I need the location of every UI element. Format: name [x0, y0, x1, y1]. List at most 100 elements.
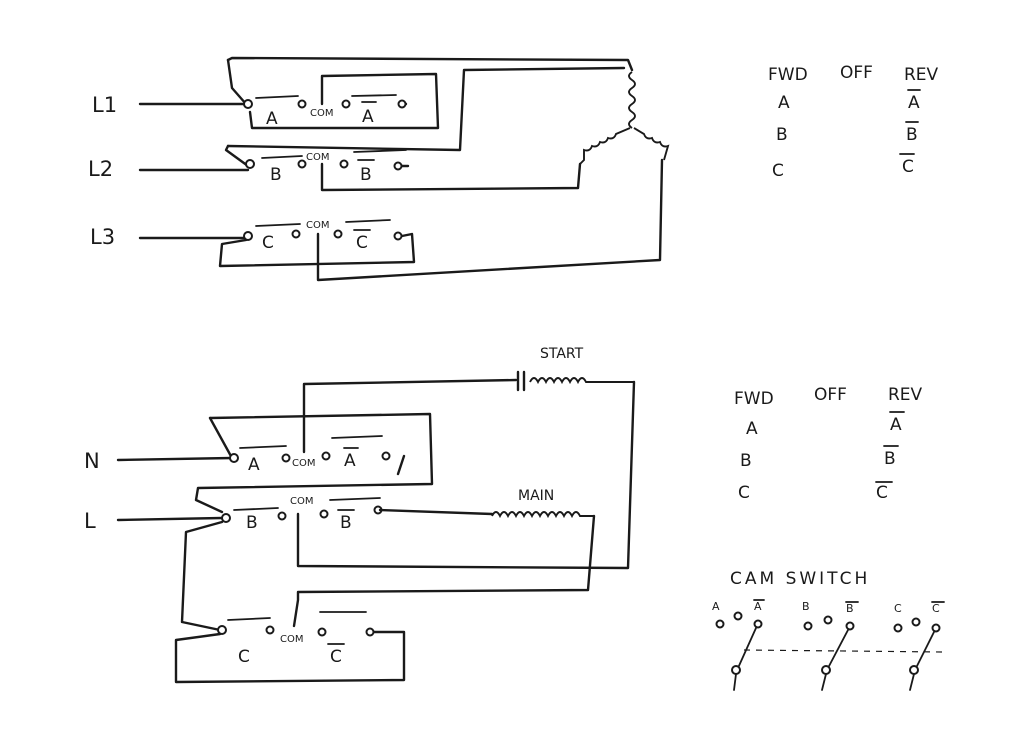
wire-b-upper [226, 66, 626, 152]
cam-label-b: B [802, 600, 810, 613]
table2-header-off: OFF [814, 385, 847, 405]
contact-bar-b-bottom [233, 507, 279, 511]
table-fwd-c: C [772, 161, 784, 181]
wire-a-loop-bottom [194, 412, 434, 514]
cam-terminal-a-3 [753, 619, 763, 629]
contact-bar-a [255, 95, 299, 99]
label-contact-a: A [266, 109, 278, 129]
truth-table-single-phase: FWD OFF REV A B C A B C [734, 385, 923, 503]
contact-bar-a-bottom [239, 445, 287, 449]
wire-a-common-left [226, 58, 248, 106]
table2-header-rev: REV [888, 385, 923, 405]
cam-terminal-c-2 [911, 617, 921, 627]
label-com-3-bottom: COM [280, 634, 303, 645]
cam-lever-c [915, 631, 935, 669]
label-contact-a-bottom: A [248, 455, 260, 475]
cam-switch-title: CAM SWITCH [730, 569, 870, 589]
contact-bar-c-bottom [227, 617, 271, 621]
cam-terminal-b-2 [823, 615, 833, 625]
table-fwd-a: A [778, 93, 790, 113]
cam-label-c-bar: C [932, 602, 940, 615]
start-capacitor [516, 370, 526, 392]
table2-rev-b: B [884, 449, 896, 469]
table-rev-b: B [906, 125, 918, 145]
terminal-com-a-bar-bottom [321, 451, 331, 461]
cam-post-a [733, 673, 737, 691]
label-main: MAIN [518, 488, 554, 504]
cam-post-c [909, 673, 915, 691]
table2-header-fwd: FWD [734, 389, 774, 409]
label-contact-c-bar: C [356, 233, 368, 253]
cam-label-a: A [712, 600, 720, 613]
contact-bar-a-bar-bottom [331, 435, 383, 439]
terminal-b-left-bottom [221, 513, 231, 523]
label-com-2-bottom: COM [290, 496, 313, 507]
label-com-1: COM [310, 108, 333, 119]
table-header-rev: REV [904, 65, 939, 85]
wire-main-left [378, 508, 494, 516]
label-contact-c: C [262, 233, 274, 253]
terminal-com-a-bar [341, 99, 351, 109]
cam-switch-legend: CAM SWITCH A A B B C C [712, 569, 945, 691]
lead-n [116, 456, 234, 462]
cam-terminal-c-1 [893, 623, 903, 633]
label-contact-b-bar-bottom: B [340, 513, 352, 533]
line-label-l3: L3 [90, 225, 115, 249]
label-com-2: COM [306, 152, 329, 163]
label-contact-a-bar-bottom: A [344, 451, 356, 471]
table2-fwd-b: B [740, 451, 752, 471]
contact-bar-c [255, 223, 301, 227]
cam-terminal-a-1 [715, 619, 725, 629]
lead-l [116, 516, 224, 522]
table2-rev-c: C [876, 483, 888, 503]
line-label-l2: L2 [88, 157, 113, 181]
cam-post-b [821, 673, 827, 691]
cam-terminal-b-1 [803, 621, 813, 631]
cam-terminal-b-3 [845, 621, 855, 631]
terminal-com-b-bar [339, 159, 349, 169]
cam-label-c: C [894, 602, 902, 615]
contact-bar-a-bar [351, 94, 397, 97]
label-contact-b-bar: B [360, 165, 372, 185]
winding-2 [579, 127, 631, 165]
table-rev-a: A [908, 93, 920, 113]
three-phase-schematic: L1 L2 L3 A COM A B COM B [88, 56, 939, 282]
label-start: START [540, 346, 584, 362]
wire-start-return [296, 380, 636, 570]
terminal-com-b-bar-bottom [319, 509, 329, 519]
contact-bar-b-bar-bottom [329, 497, 381, 501]
label-contact-b: B [270, 165, 282, 185]
contact-bar-b-bar [353, 149, 407, 153]
contact-bar-b [261, 155, 303, 159]
truth-table-three-phase: FWD OFF REV A B C A B C [768, 63, 939, 181]
table-header-fwd: FWD [768, 65, 808, 85]
single-phase-schematic: N L START A COM A B COM B [84, 346, 945, 691]
line-label-l: L [84, 509, 96, 533]
terminal-c-left-bottom [217, 625, 227, 635]
start-coil [529, 377, 634, 385]
cam-pivot-b [821, 665, 831, 675]
terminal-b-bar-right [393, 161, 403, 171]
terminal-a-com-bottom [281, 453, 291, 463]
label-com-1-bottom: COM [292, 458, 315, 469]
cam-shaft-dashed [743, 649, 945, 653]
cam-lever-b [827, 629, 849, 669]
contact-bar-c-bar [345, 219, 391, 223]
label-contact-c-bottom: C [238, 647, 250, 667]
terminal-b-com [297, 159, 307, 169]
cam-label-a-bar: A [754, 600, 762, 613]
line-label-n: N [84, 449, 100, 473]
wire-a-bar-stub [396, 454, 406, 476]
line-label-l1: L1 [92, 93, 117, 117]
cam-lever-a [737, 627, 757, 669]
wire-l-to-c [180, 520, 224, 632]
cam-terminal-a-2 [733, 611, 743, 621]
terminal-a-com [297, 99, 307, 109]
wire-a-loop [248, 72, 440, 130]
terminal-c-bar-right-bottom [365, 627, 375, 637]
wire-b-to-motor [320, 162, 582, 192]
terminal-a-bar-right [397, 99, 407, 109]
wire-start-left [302, 378, 518, 454]
wire-a-left-diag [208, 416, 234, 460]
table-header-off: OFF [840, 63, 873, 83]
